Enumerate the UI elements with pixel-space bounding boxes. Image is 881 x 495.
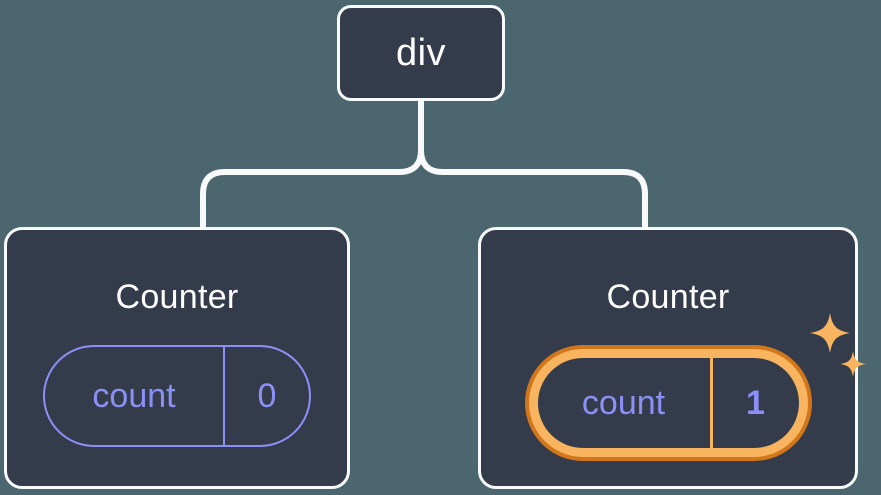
sparkle-large-icon bbox=[809, 313, 850, 353]
root-node-label: div bbox=[395, 32, 447, 74]
counter-right-state-wrap: count 1 bbox=[524, 313, 866, 461]
state-key-label: count bbox=[92, 377, 176, 415]
edge-to-right-child bbox=[418, 147, 648, 230]
state-key-label: count bbox=[581, 384, 666, 422]
state-value-label: 1 bbox=[709, 358, 799, 448]
counter-right-title: Counter bbox=[606, 278, 730, 316]
sparkles-group bbox=[809, 313, 866, 377]
diagram-title: React component tree with highlighted st… bbox=[0, 0, 1, 1]
state-value-label: 0 bbox=[223, 347, 309, 445]
node-root-div[interactable]: div bbox=[337, 5, 505, 101]
state-pill-count-right-highlight-ring: count 1 bbox=[524, 345, 812, 461]
state-pill-count-right[interactable]: count 1 bbox=[537, 358, 799, 448]
counter-left-title: Counter bbox=[115, 278, 239, 316]
state-pill-count-right-inner-ring: count 1 bbox=[528, 349, 808, 457]
state-pill-count-left[interactable]: count 0 bbox=[43, 345, 311, 447]
node-counter-right[interactable]: Counter count 1 bbox=[478, 227, 866, 489]
edge-to-left-child bbox=[200, 147, 424, 230]
node-counter-left[interactable]: Counter count 0 bbox=[4, 227, 350, 489]
counter-left-state-wrap: count 0 bbox=[43, 345, 311, 447]
sparkle-small-icon bbox=[839, 351, 866, 377]
